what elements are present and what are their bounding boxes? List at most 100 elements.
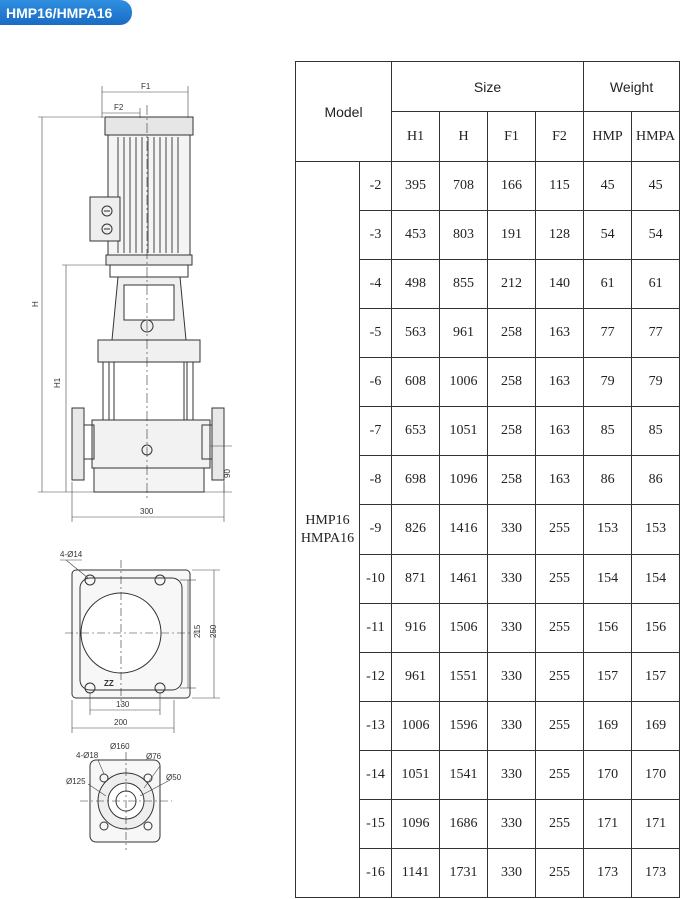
cell-hmp: 61 bbox=[583, 259, 633, 310]
stage-cell: -4 bbox=[358, 259, 393, 310]
cell-f2: 163 bbox=[535, 406, 585, 457]
title-badge-text: HMP16/HMPA16 bbox=[6, 4, 113, 21]
model-name-line: HMPA16 bbox=[300, 530, 355, 546]
cell-f1: 330 bbox=[487, 651, 537, 702]
cell-hmpa: 85 bbox=[631, 406, 680, 457]
model-name-line: HMP16 bbox=[305, 512, 350, 528]
cell-h1: 395 bbox=[391, 160, 441, 212]
cell-hmp: 45 bbox=[583, 160, 633, 212]
cell-hmpa: 86 bbox=[631, 455, 680, 506]
cell-hmp: 156 bbox=[583, 602, 633, 653]
cell-f2: 255 bbox=[535, 700, 585, 751]
dim-125: Ø125 bbox=[66, 777, 86, 786]
cell-hmpa: 154 bbox=[631, 553, 680, 604]
cell-f2: 115 bbox=[535, 160, 585, 212]
dim-200: 200 bbox=[114, 718, 128, 727]
dim-250: 250 bbox=[209, 624, 218, 638]
cell-f1: 191 bbox=[487, 210, 537, 261]
cell-f1: 258 bbox=[487, 455, 537, 506]
cell-hmpa: 54 bbox=[631, 210, 680, 261]
header-hmp: HMP bbox=[583, 111, 633, 162]
cell-hmp: 169 bbox=[583, 700, 633, 751]
cell-h: 1051 bbox=[439, 406, 489, 457]
cell-h1: 1051 bbox=[391, 749, 441, 800]
cell-f2: 255 bbox=[535, 504, 585, 555]
dim-f2: F2 bbox=[114, 103, 124, 112]
dim-h1: H1 bbox=[53, 377, 62, 388]
dim-90: 90 bbox=[223, 469, 232, 478]
cell-h: 1686 bbox=[439, 798, 489, 849]
cell-f1: 330 bbox=[487, 798, 537, 849]
cell-h: 1006 bbox=[439, 357, 489, 408]
dim-130: 130 bbox=[116, 700, 130, 709]
cell-f2: 255 bbox=[535, 553, 585, 604]
dim-f1: F1 bbox=[141, 82, 151, 91]
header-size: Size bbox=[391, 61, 585, 112]
dim-hole-4-14: 4-Ø14 bbox=[60, 550, 83, 559]
cell-f1: 330 bbox=[487, 847, 537, 899]
cell-hmp: 85 bbox=[583, 406, 633, 457]
cell-h: 1416 bbox=[439, 504, 489, 555]
stage-cell: -3 bbox=[358, 210, 393, 261]
cell-f1: 212 bbox=[487, 259, 537, 310]
cell-hmpa: 171 bbox=[631, 798, 680, 849]
stage-cell: -12 bbox=[358, 651, 393, 702]
cell-hmpa: 170 bbox=[631, 749, 680, 800]
header-h1: H1 bbox=[391, 111, 441, 162]
cell-f1: 258 bbox=[487, 308, 537, 359]
cell-f1: 330 bbox=[487, 553, 537, 604]
dim-50: Ø50 bbox=[166, 773, 182, 782]
cell-hmp: 79 bbox=[583, 357, 633, 408]
header-model: Model bbox=[294, 61, 393, 162]
cell-hmpa: 157 bbox=[631, 651, 680, 702]
spec-table: Model Size Weight H1 H F1 F2 HMP HMPA HM… bbox=[294, 61, 680, 899]
cell-hmpa: 153 bbox=[631, 504, 680, 555]
cell-hmp: 157 bbox=[583, 651, 633, 702]
cell-h: 855 bbox=[439, 259, 489, 310]
pump-drawing: F1 F2 H H1 90 300 4-Ø14 215 250 130 200 … bbox=[31, 82, 232, 850]
stage-cell: -2 bbox=[358, 160, 393, 212]
cell-hmp: 171 bbox=[583, 798, 633, 849]
cell-h1: 608 bbox=[391, 357, 441, 408]
stage-cell: -16 bbox=[358, 847, 393, 899]
dim-h: H bbox=[31, 301, 40, 307]
cell-h: 1461 bbox=[439, 553, 489, 604]
cell-hmpa: 169 bbox=[631, 700, 680, 751]
dim-300: 300 bbox=[140, 507, 154, 516]
cell-hmp: 54 bbox=[583, 210, 633, 261]
header-hmpa: HMPA bbox=[631, 111, 680, 162]
header-h: H bbox=[439, 111, 489, 162]
cell-h1: 453 bbox=[391, 210, 441, 261]
cell-hmp: 173 bbox=[583, 847, 633, 899]
cell-f2: 163 bbox=[535, 455, 585, 506]
cell-hmp: 77 bbox=[583, 308, 633, 359]
cell-f2: 255 bbox=[535, 651, 585, 702]
cell-f1: 258 bbox=[487, 357, 537, 408]
cell-h1: 916 bbox=[391, 602, 441, 653]
stage-cell: -6 bbox=[358, 357, 393, 408]
cell-hmpa: 45 bbox=[631, 160, 680, 212]
stage-cell: -7 bbox=[358, 406, 393, 457]
logo-mark: ZZ bbox=[104, 679, 114, 688]
header-f2: F2 bbox=[535, 111, 585, 162]
cell-f1: 330 bbox=[487, 504, 537, 555]
cell-f2: 128 bbox=[535, 210, 585, 261]
dim-flange-holes: 4-Ø18 bbox=[76, 751, 99, 760]
cell-h: 1596 bbox=[439, 700, 489, 751]
cell-f2: 163 bbox=[535, 357, 585, 408]
cell-h1: 1006 bbox=[391, 700, 441, 751]
cell-h1: 563 bbox=[391, 308, 441, 359]
cell-f2: 140 bbox=[535, 259, 585, 310]
cell-f1: 330 bbox=[487, 749, 537, 800]
cell-hmp: 153 bbox=[583, 504, 633, 555]
cell-hmpa: 61 bbox=[631, 259, 680, 310]
cell-hmp: 170 bbox=[583, 749, 633, 800]
